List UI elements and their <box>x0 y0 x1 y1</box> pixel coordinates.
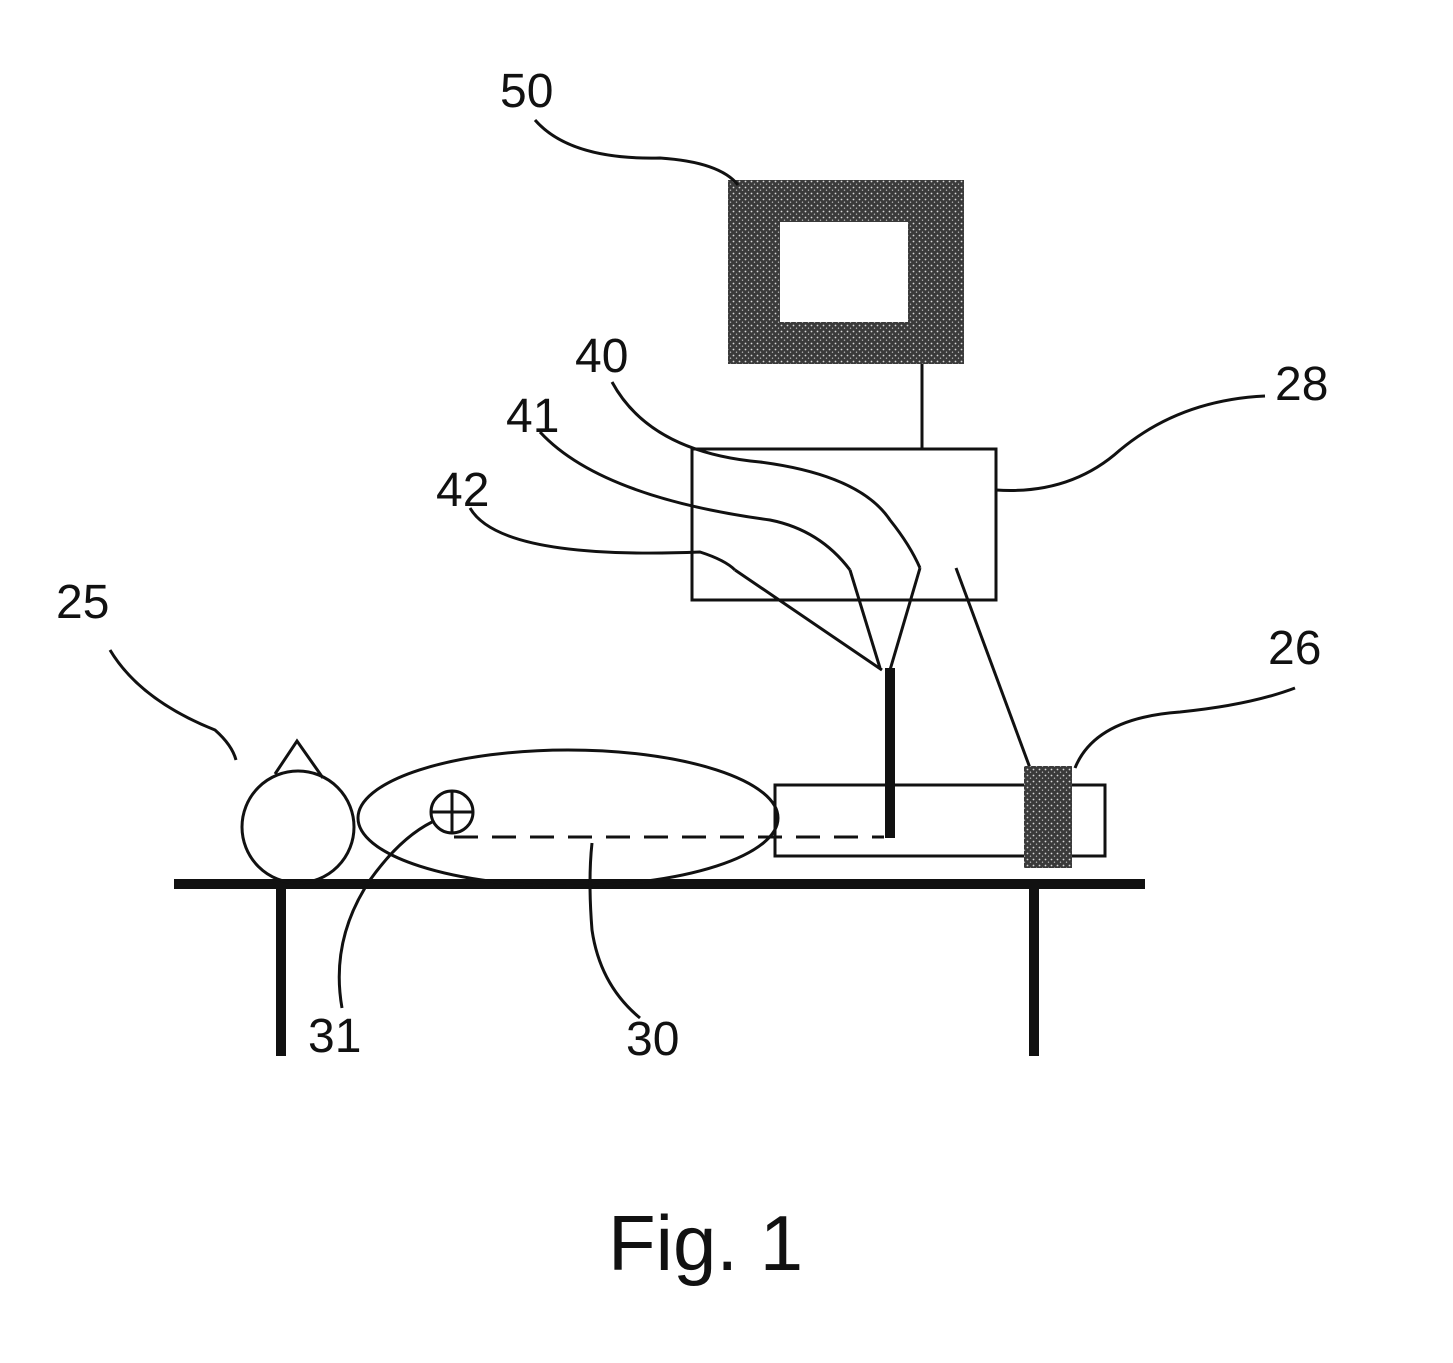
label-patient: 25 <box>56 576 109 629</box>
label-signal-line-c: 42 <box>436 464 489 517</box>
leader-28 <box>996 396 1265 491</box>
leader-30 <box>590 843 640 1018</box>
leader-50 <box>535 120 738 185</box>
detector <box>775 766 1105 868</box>
label-processing-unit: 28 <box>1275 358 1328 411</box>
processing-unit-box <box>692 449 996 600</box>
signal-line-42 <box>470 508 735 570</box>
label-marker: 31 <box>308 1010 361 1063</box>
processing-unit <box>692 449 996 600</box>
signal-line-40-branch <box>890 568 920 670</box>
label-monitor: 50 <box>500 65 553 118</box>
patient <box>242 741 778 886</box>
signal-line-40 <box>612 382 920 568</box>
monitor <box>728 180 964 449</box>
leader-31 <box>339 822 432 1008</box>
patient-body <box>358 750 778 886</box>
label-signal-line-b: 41 <box>506 390 559 443</box>
detector-cable <box>956 568 1030 768</box>
label-detector: 26 <box>1268 622 1321 675</box>
label-axis-line: 30 <box>626 1013 679 1066</box>
leader-26 <box>1075 688 1295 768</box>
patient-head <box>242 771 354 883</box>
detector-element <box>1024 766 1072 868</box>
monitor-frame <box>728 180 964 364</box>
leader-25 <box>110 650 236 760</box>
signal-line-42-branch <box>735 570 882 670</box>
marker-group <box>431 791 884 837</box>
figure-caption: Fig. 1 <box>608 1199 803 1287</box>
label-signal-line-a: 40 <box>575 330 628 383</box>
signal-line-41-branch <box>850 570 880 668</box>
